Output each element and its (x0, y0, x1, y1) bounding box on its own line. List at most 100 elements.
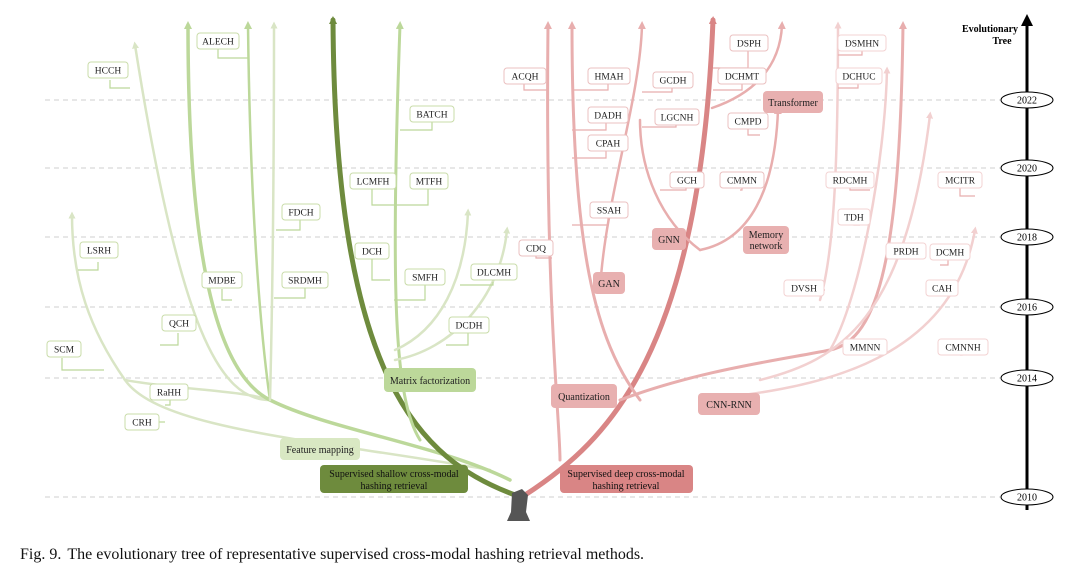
branch-gan (568, 21, 642, 402)
year-marker-2016: 2016 (1000, 298, 1054, 316)
method-dvsh: DVSH (783, 279, 825, 297)
method-mdbe: MDBE (201, 271, 243, 289)
category-quantization: Quantization (551, 384, 617, 408)
svg-text:SMFH: SMFH (412, 274, 438, 284)
svg-text:Memory: Memory (749, 230, 783, 241)
method-dsmhn: DSMHN (837, 34, 887, 52)
svg-text:BATCH: BATCH (416, 111, 447, 121)
method-alech: ALECH (196, 32, 240, 50)
svg-text:DSMHN: DSMHN (845, 40, 879, 50)
method-gch: GCH (669, 171, 705, 189)
method-cmpd: CMPD (727, 112, 769, 130)
svg-text:2020: 2020 (1017, 164, 1037, 175)
method-gcdh: GCDH (652, 71, 694, 89)
method-lsrh: LSRH (79, 241, 119, 259)
method-cmmn: CMMN (719, 171, 765, 189)
svg-text:2014: 2014 (1017, 374, 1037, 385)
svg-text:hashing retrieval: hashing retrieval (593, 481, 660, 492)
category-feature-mapping: Feature mapping (280, 438, 360, 460)
method-ssah: SSAH (589, 201, 629, 219)
svg-text:2016: 2016 (1017, 303, 1037, 314)
method-prdh: PRDH (885, 242, 927, 260)
method-scm: SCM (46, 340, 82, 358)
category-gan: GAN (593, 272, 625, 294)
method-mtfh: MTFH (409, 172, 449, 190)
svg-text:Supervised shallow cross-modal: Supervised shallow cross-modal (329, 469, 459, 480)
svg-text:HMAH: HMAH (594, 73, 623, 83)
root-label-deep: Supervised deep cross-modal hashing retr… (560, 465, 693, 493)
svg-text:MMNN: MMNN (850, 344, 881, 354)
svg-text:2010: 2010 (1017, 493, 1037, 504)
svg-text:SCM: SCM (54, 346, 75, 356)
category-matrix-factorization: Matrix factorization (384, 368, 476, 392)
method-cpah: CPAH (587, 134, 629, 152)
method-dcdh: DCDH (448, 316, 490, 334)
svg-text:HCCH: HCCH (95, 67, 122, 77)
method-dcmh: DCMH (929, 243, 971, 261)
svg-text:DCDH: DCDH (456, 322, 483, 332)
method-dchmt: DCHMT (717, 67, 767, 85)
svg-text:FDCH: FDCH (288, 209, 313, 219)
svg-text:DSPH: DSPH (737, 40, 761, 50)
figure-caption-text: The evolutionary tree of representative … (67, 546, 645, 563)
method-fdch: FDCH (281, 203, 321, 221)
svg-text:DLCMH: DLCMH (477, 269, 511, 279)
svg-text:GAN: GAN (598, 279, 620, 290)
svg-text:CMPD: CMPD (735, 118, 762, 128)
svg-text:CRH: CRH (132, 419, 152, 429)
svg-text:MCITR: MCITR (945, 177, 976, 187)
svg-text:CPAH: CPAH (596, 140, 621, 150)
branch-matrix-factorization (393, 21, 422, 442)
method-hmah: HMAH (587, 67, 631, 85)
category-labels: Feature mapping Matrix factorization Qua… (280, 91, 823, 460)
svg-text:DADH: DADH (594, 112, 622, 122)
timeline-title-2: Tree (992, 36, 1012, 47)
svg-text:2022: 2022 (1017, 96, 1037, 107)
svg-text:GNN: GNN (658, 235, 680, 246)
shallow-method-nodes: HCCH ALECH LSRH SCM QCH RaHH CRH MDBE SR… (46, 32, 518, 431)
svg-text:PRDH: PRDH (893, 248, 918, 258)
svg-text:LCMFH: LCMFH (357, 178, 390, 188)
deep-connectors (523, 48, 975, 356)
svg-text:Matrix factorization: Matrix factorization (390, 376, 470, 387)
branch-gnn (638, 118, 702, 252)
svg-text:SRDMH: SRDMH (288, 277, 322, 287)
branch-cnn-rnn (618, 21, 907, 402)
svg-text:DCH: DCH (362, 248, 382, 258)
svg-text:DCHUC: DCHUC (842, 73, 875, 83)
method-cah: CAH (925, 279, 959, 297)
method-dadh: DADH (587, 106, 629, 124)
branch-feature-mapping (184, 21, 512, 482)
svg-text:QCH: QCH (169, 320, 189, 330)
tree-trunk (507, 489, 530, 521)
deep-method-nodes: ACQH HMAH DADH CPAH SSAH CDQ GCDH LGCNH … (503, 34, 989, 356)
shallow-connectors (61, 48, 494, 423)
timeline-title: Evolutionary (962, 24, 1018, 35)
method-mcitr: MCITR (937, 171, 983, 189)
svg-text:RaHH: RaHH (157, 389, 181, 399)
svg-text:ALECH: ALECH (202, 38, 234, 48)
year-marker-2020: 2020 (1000, 159, 1054, 177)
method-cdq: CDQ (518, 239, 554, 257)
branch-shallow-faint-left (68, 211, 492, 472)
method-lgcnh: LGCNH (654, 108, 700, 126)
root-label-shallow: Supervised shallow cross-modal hashing r… (320, 465, 468, 493)
method-rahh: RaHH (149, 383, 189, 401)
svg-text:CNN-RNN: CNN-RNN (706, 400, 752, 411)
method-tdh: TDH (837, 208, 871, 226)
figure-caption: Fig. 9. The evolutionary tree of represen… (20, 546, 650, 564)
svg-text:GCH: GCH (677, 177, 697, 187)
evolutionary-tree-diagram: Evolutionary Tree 2022 2020 2018 2016 20… (45, 14, 1054, 521)
category-cnn-rnn: CNN-RNN (698, 393, 760, 415)
year-marker-2022: 2022 (1000, 91, 1054, 109)
figure-label: Fig. 9. (20, 546, 62, 563)
method-cmnnh: CMNNH (937, 338, 989, 356)
method-smfh: SMFH (404, 268, 446, 286)
svg-text:hashing retrieval: hashing retrieval (361, 481, 428, 492)
svg-text:RDCMH: RDCMH (833, 177, 868, 187)
svg-text:MDBE: MDBE (208, 277, 236, 287)
svg-text:SSAH: SSAH (597, 207, 621, 217)
svg-text:MTFH: MTFH (416, 178, 443, 188)
svg-text:GCDH: GCDH (660, 77, 687, 87)
